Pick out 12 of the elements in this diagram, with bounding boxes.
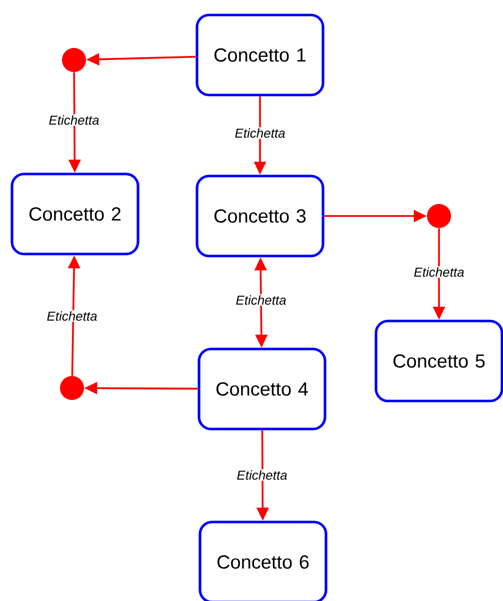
edge-label: Etichetta	[234, 127, 286, 139]
concept-box: Concetto 3	[196, 174, 324, 258]
concept-box: Concetto 6	[198, 520, 328, 601]
concept-box: Concetto 2	[10, 172, 140, 256]
edge-label: Etichetta	[46, 310, 98, 322]
concept-box: Concetto 1	[196, 14, 324, 96]
concept-box: Concetto 4	[198, 348, 326, 430]
concept-box: Concetto 5	[374, 320, 503, 402]
edge-label: Etichetta	[48, 114, 100, 126]
edge-label: Etichetta	[236, 469, 288, 481]
edge-label: Etichetta	[234, 294, 288, 306]
edge-label: Etichetta	[412, 266, 466, 278]
